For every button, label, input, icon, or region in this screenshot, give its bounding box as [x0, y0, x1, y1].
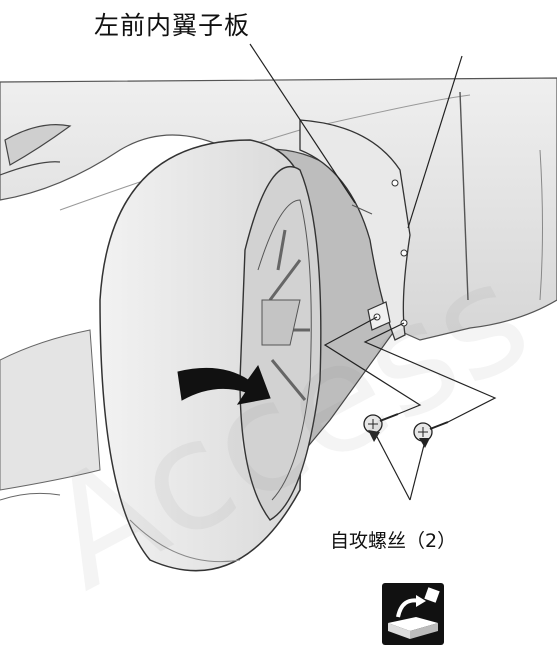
leader-line-panel-edge: [407, 55, 463, 229]
headlight: [4, 124, 72, 166]
leader-line-panel: [249, 43, 356, 204]
inner-fender-panel-label: 左前内翼子板: [94, 11, 251, 40]
screw-path-line-2: [363, 322, 497, 423]
door-seam: [459, 91, 469, 301]
rocker-panel: [0, 329, 101, 491]
rotate-arrow-icon: [177, 364, 271, 405]
leader-line-screw-1: [374, 432, 411, 501]
tool-procedure-icon: [382, 583, 444, 645]
self-tapping-screws-label: 自攻螺丝（2）: [330, 530, 457, 552]
screw-path-line-1: [323, 316, 422, 415]
inner-fender-panel: [299, 119, 411, 341]
leader-line-screw-2: [409, 440, 426, 501]
